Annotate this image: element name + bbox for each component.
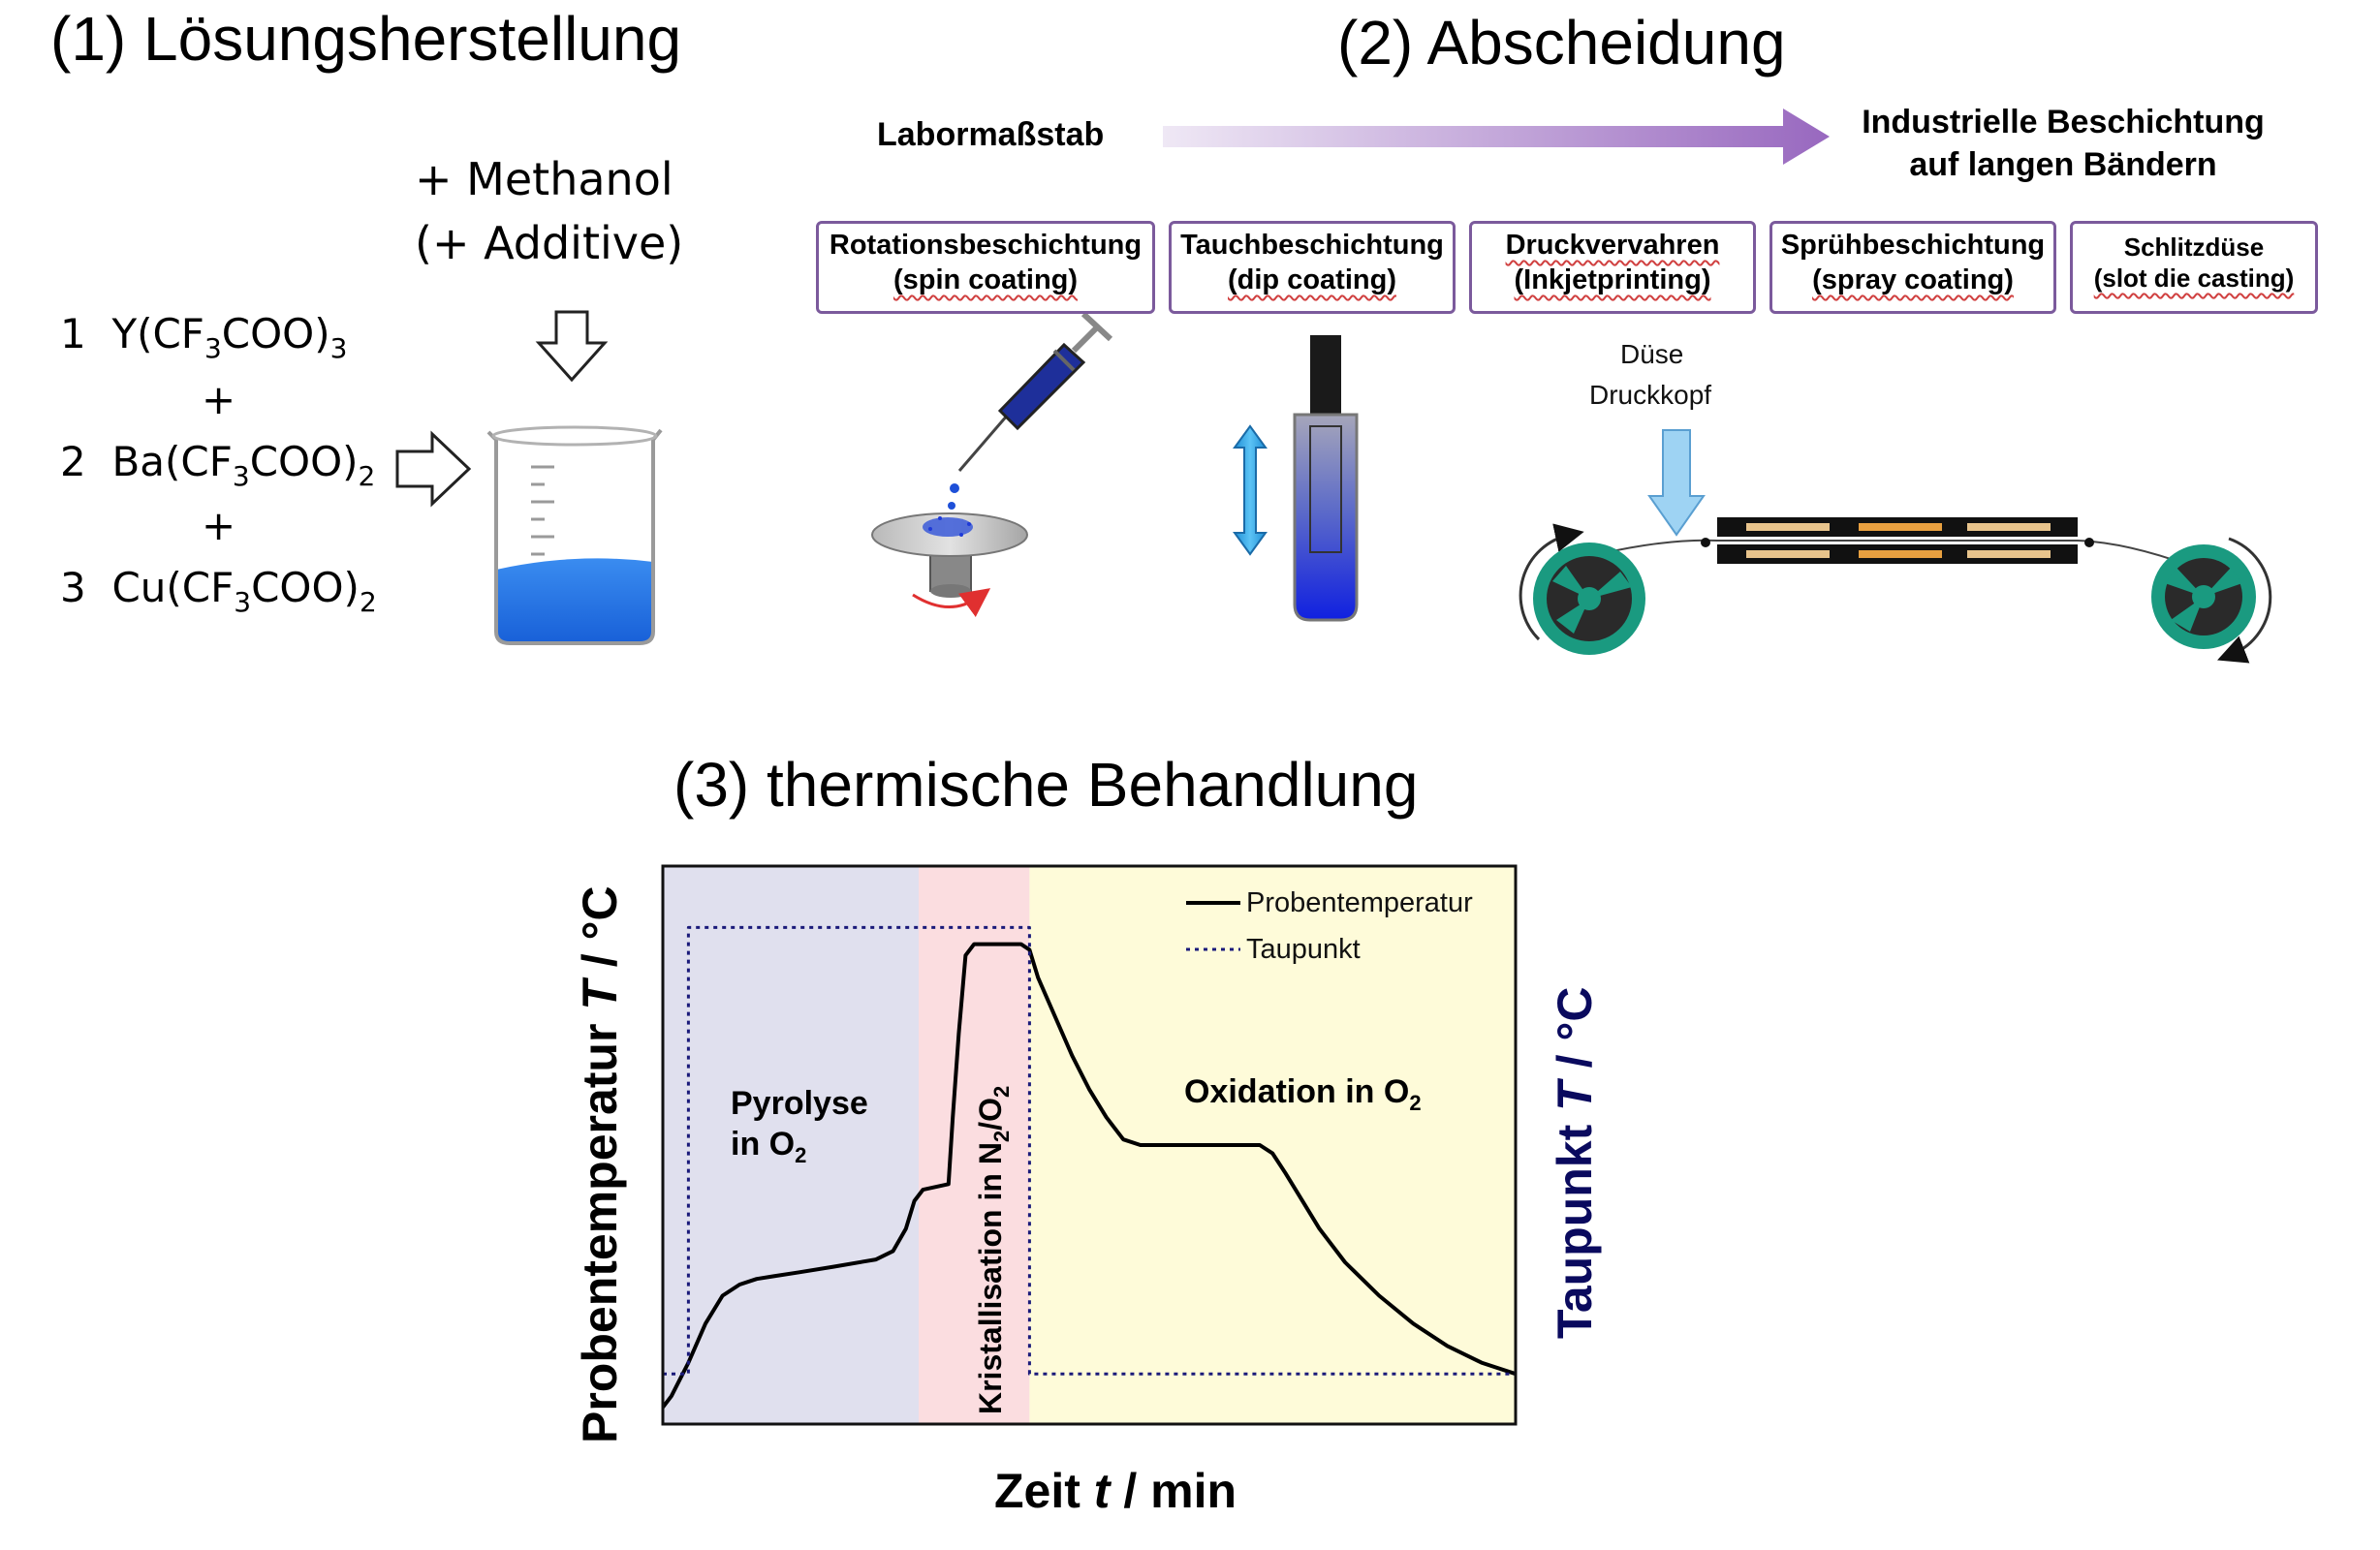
- chart-region-1: [919, 866, 1030, 1424]
- series-line-sample-temperature: [661, 942, 1517, 1409]
- reagent-1: 1 Y(CF3COO)3: [60, 310, 348, 364]
- down-arrow-icon: [535, 310, 609, 383]
- section-title-solution: (1) Lösungsherstellung: [50, 4, 682, 74]
- syringe-icon: [948, 311, 1113, 510]
- legend-label-dew-point: Taupunkt: [1246, 934, 1361, 965]
- additives-line-1: + Methanol: [415, 153, 673, 205]
- method-spin-coating: Rotationsbeschichtung(spin coating): [816, 221, 1155, 314]
- scale-label-lab: Labormaßstab: [877, 116, 1105, 153]
- scale-label-industrial: Industrielle Beschichtung auf langen Bän…: [1862, 104, 2265, 183]
- region-label-oxidation: Oxidation in O2: [1184, 1073, 1422, 1115]
- x-axis-label: Zeit t / min: [994, 1464, 1237, 1518]
- y-axis-label-left: Probentemperatur T / °C: [573, 885, 627, 1443]
- chart-region-2: [1029, 866, 1516, 1424]
- beaker-icon: [486, 425, 663, 645]
- region-label-crystallization: Kristallisation in N2/O2: [973, 1085, 1014, 1414]
- method-inkjet-printing: Druckvervahren(Inkjetprinting): [1469, 221, 1756, 314]
- reel-to-reel-icon: [1519, 517, 2272, 664]
- legend-label-sample-temp: Probentemperatur: [1246, 887, 1473, 918]
- scale-arrow-icon: [1163, 108, 1830, 165]
- section-title-deposition: (2) Abscheidung: [1337, 8, 1786, 78]
- section-title-thermal: (3) thermische Behandlung: [673, 750, 1419, 820]
- plus-sign-1: +: [202, 376, 236, 423]
- series-line-dew-point: [663, 925, 1516, 1376]
- region-label-pyrolysis: Pyrolyse in O2: [731, 1085, 868, 1167]
- method-slot-die: Schlitzdüse(slot die casting): [2070, 221, 2318, 314]
- method-dip-coating: Tauchbeschichtung(dip coating): [1169, 221, 1456, 314]
- chart-region-0: [663, 866, 919, 1424]
- plot-frame: [661, 864, 1518, 1426]
- nozzle-arrow-icon: [1647, 429, 1706, 537]
- dip-coating-icon: [1233, 335, 1359, 622]
- right-arrow-icon: [395, 430, 472, 508]
- y-axis-label-right: Taupunkt T / °C: [1548, 986, 1602, 1339]
- thermal-chart: [661, 864, 1518, 1426]
- spin-coater-icon: [871, 512, 1028, 617]
- additives-line-2: (+ Additive): [415, 217, 684, 269]
- method-spray-coating: Sprühbeschichtung(spray coating): [1769, 221, 2056, 314]
- reagent-3: 3 Cu(CF3COO)2: [60, 564, 377, 618]
- plus-sign-2: +: [202, 502, 236, 549]
- additives-label: + Methanol (+ Additive): [415, 147, 683, 275]
- printhead-label: Druckkopf: [1589, 380, 1712, 410]
- nozzle-label: Düse: [1620, 339, 1684, 369]
- reagent-2: 2 Ba(CF3COO)2: [60, 438, 376, 492]
